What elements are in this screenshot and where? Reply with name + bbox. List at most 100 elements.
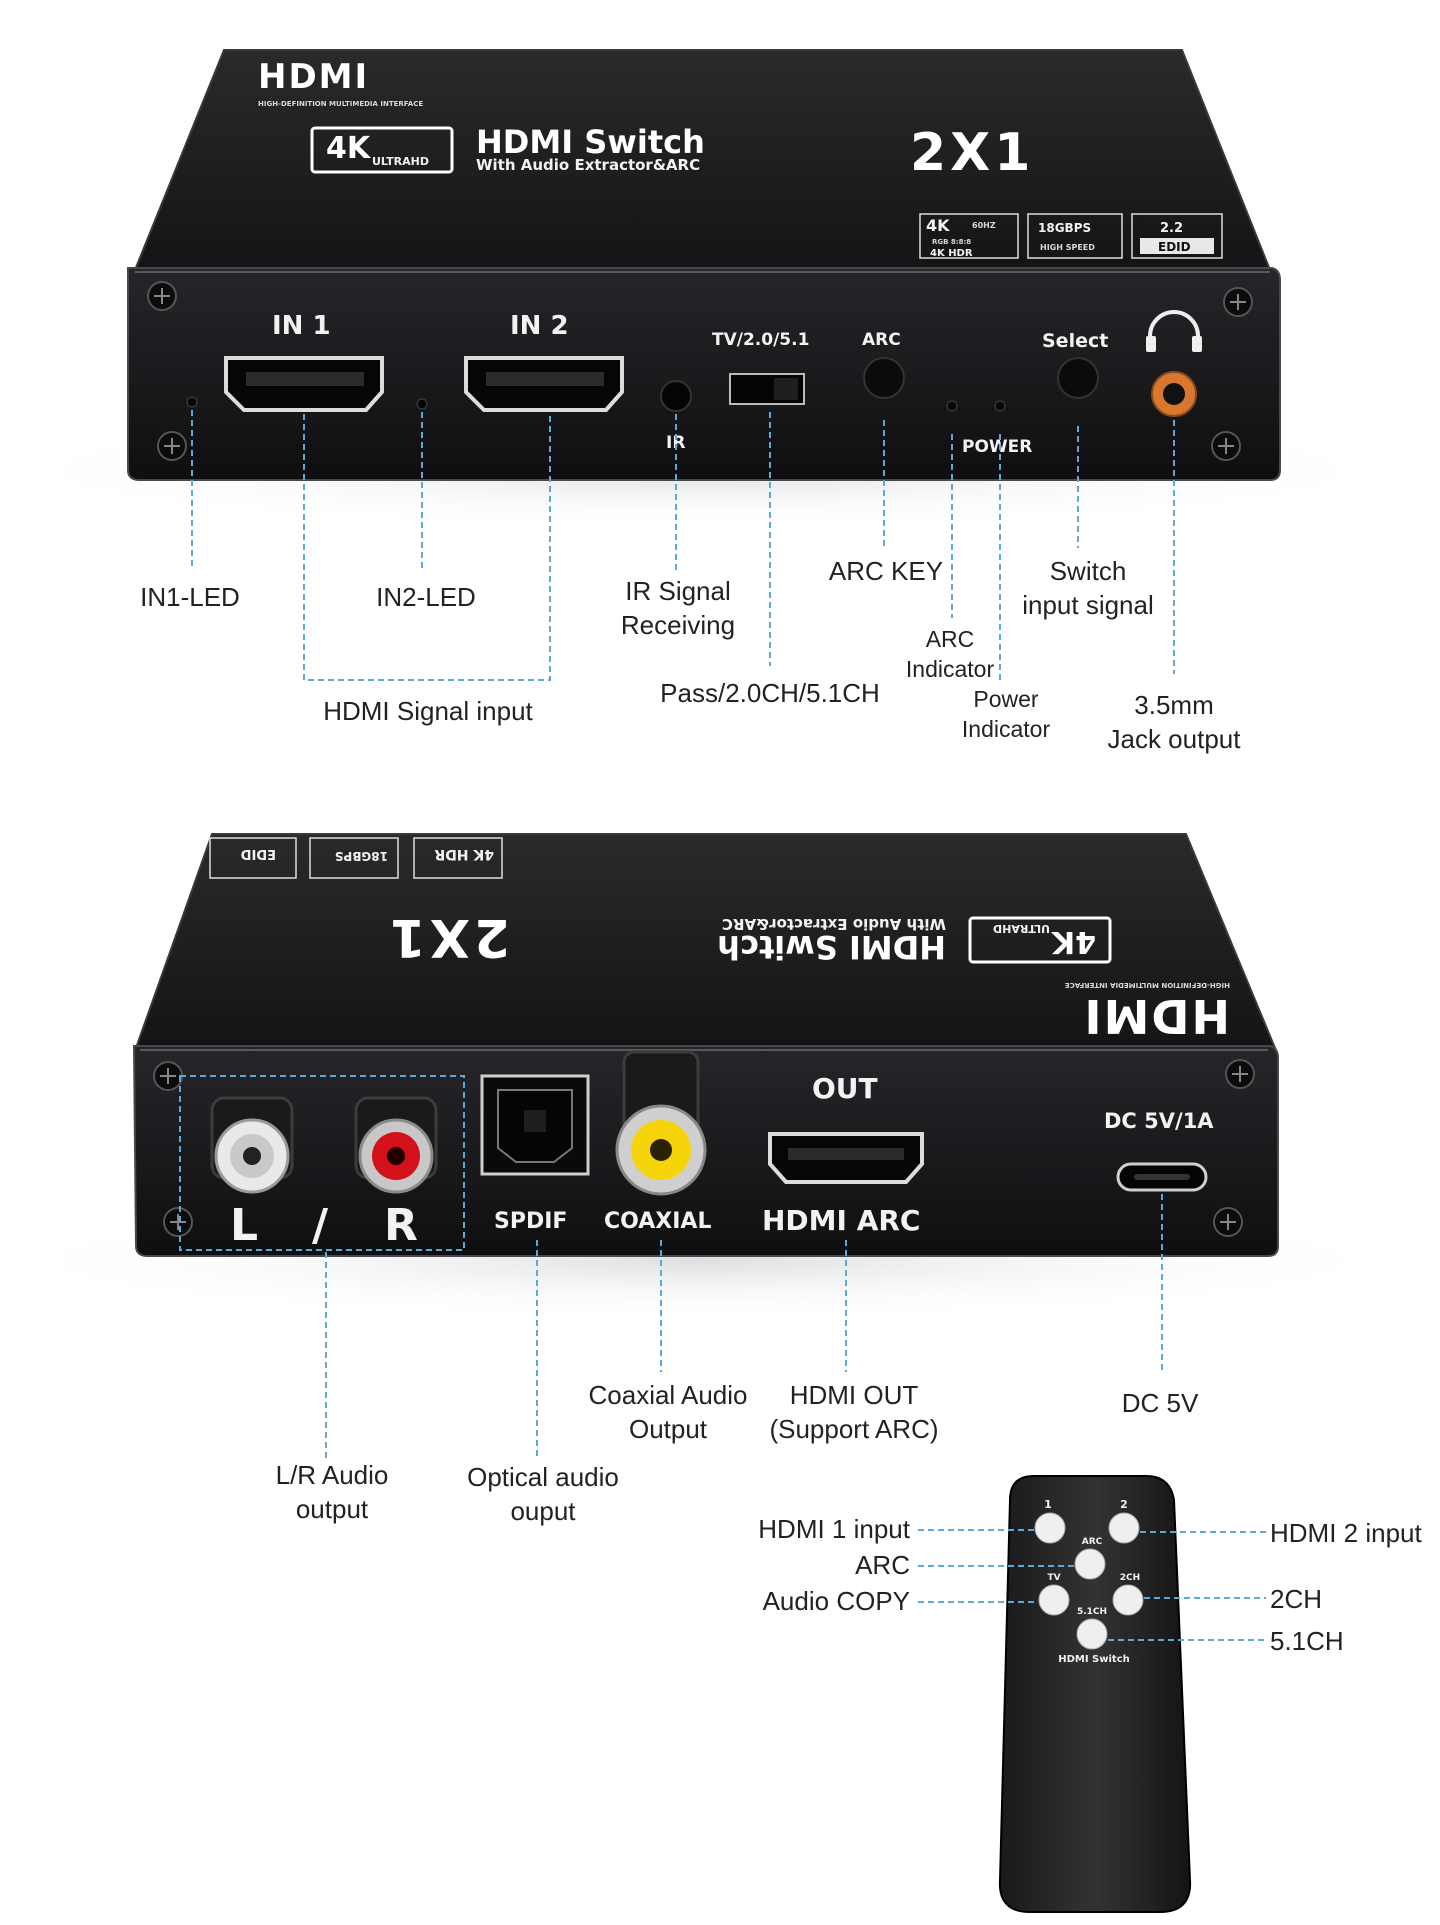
callout-arc-indicator: ARC Indicator [905, 626, 995, 682]
callout-remote-hdmi2: HDMI 2 input [1270, 1518, 1422, 1548]
remote-button-5-1ch[interactable] [1076, 1618, 1108, 1650]
screw-icon [1223, 287, 1253, 317]
lr-port-highlight-box [179, 1075, 465, 1251]
callout-remote-hdmi1: HDMI 1 input [758, 1514, 910, 1544]
port-label-in2: IN 2 [510, 311, 569, 341]
remote-label-2: 2 [1120, 1498, 1128, 1511]
bottom-callout-lines [325, 1194, 1163, 1460]
spec-4k: 4K [926, 216, 950, 235]
coaxial-yellow-port[interactable] [615, 1050, 707, 1196]
port-label-power: POWER [962, 437, 1032, 457]
hdmi-out-port[interactable] [768, 1132, 924, 1184]
hdmi-logo: HDMI [258, 57, 369, 97]
callout-pass-mode: Pass/2.0CH/5.1CH [660, 678, 880, 708]
remote-button-2[interactable] [1108, 1512, 1140, 1544]
port-label-spdif: SPDIF [494, 1209, 567, 1234]
remote-button-tv[interactable] [1038, 1584, 1070, 1616]
remote-button-2ch[interactable] [1112, 1584, 1144, 1616]
spec-18gbps: 18GBPS [1038, 221, 1091, 235]
callout-remote-2ch: 2CH [1270, 1584, 1323, 1614]
port-label-dc: DC 5V/1A [1104, 1109, 1214, 1133]
port-label-l: L [230, 1200, 258, 1251]
spdif-optical-port[interactable] [480, 1074, 590, 1176]
callout-remote-arc: ARC [855, 1550, 910, 1580]
remote-button-arc[interactable] [1074, 1548, 1106, 1580]
hdmi-in1-port[interactable] [224, 356, 384, 412]
callout-in2-led: IN2-LED [376, 582, 476, 612]
callout-lr-audio: L/R Audio output [275, 1460, 389, 1524]
remote-body [998, 1475, 1192, 1913]
spec-2-2: 2.2 [1160, 221, 1183, 236]
remote-label-1: 1 [1044, 1498, 1052, 1511]
ir-receiver [660, 380, 692, 412]
spec-edid: EDID [1158, 240, 1191, 254]
screw-icon [1213, 1207, 1243, 1237]
port-label-select: Select [1042, 330, 1108, 352]
product-subtitle-rotated: With Audio Extractor&ARC [722, 915, 946, 933]
product-subtitle: With Audio Extractor&ARC [476, 156, 700, 174]
rca-right-red-port[interactable] [354, 1096, 438, 1194]
top-callout-lines [191, 410, 1175, 681]
callout-optical-audio: Optical audio ouput [467, 1462, 619, 1526]
uhd-badge-text-rotated: ULTRAHD [993, 922, 1050, 935]
model-number-rotated: 2X1 [386, 907, 510, 967]
hdmi-logo-rotated: HDMI [1082, 989, 1230, 1043]
hdmi-logo-subtitle: HIGH-DEFINITION MULTIMEDIA INTERFACE [258, 100, 423, 108]
spec-4k-hdr-rotated: 4K HDR [434, 846, 494, 862]
callout-hdmi-signal-input: HDMI Signal input [323, 696, 533, 726]
top-device: HDMI HIGH-DEFINITION MULTIMEDIA INTERFAC… [0, 49, 1420, 530]
hdmi-in2-port[interactable] [464, 356, 624, 412]
callout-ir-signal: IR Signal Receiving [620, 576, 736, 640]
headphone-icon [1146, 310, 1202, 352]
callout-arc-key: ARC KEY [828, 556, 944, 586]
callout-remote-5-1ch: 5.1CH [1270, 1626, 1344, 1656]
uhd-badge-4k: 4K [326, 131, 372, 166]
audio-jack-port[interactable] [1151, 371, 1197, 417]
spec-badges: 4K 60HZ RGB 8:8:8 4K HDR 18GBPS HIGH SPE… [919, 213, 1223, 259]
select-button[interactable] [1057, 357, 1099, 399]
spec-60hz: 60HZ [972, 221, 996, 230]
arc-key-button[interactable] [863, 357, 905, 399]
spec-edid-rotated: EDID [240, 846, 276, 861]
product-title: HDMI Switch [476, 123, 705, 161]
in2-led [416, 398, 428, 410]
screw-icon [147, 281, 177, 311]
top-device-front-panel [127, 267, 1281, 481]
callout-dc-5v: DC 5V [1121, 1388, 1199, 1418]
hdmi-logo-subtitle-rotated: HIGH-DEFINITION MULTIMEDIA INTERFACE [1065, 981, 1230, 989]
callout-in1-led: IN1-LED [140, 582, 240, 612]
uhd-badge [310, 126, 454, 174]
remote-label-tv: TV [1047, 1573, 1060, 1583]
spec-rgb: RGB 8:8:8 [932, 238, 971, 246]
port-label-arc: ARC [862, 330, 901, 350]
remote-control: 1 2 ARC TV 2CH 5.1CH HDMI Switch [998, 1475, 1192, 1913]
remote-button-1[interactable] [1034, 1512, 1066, 1544]
model-number: 2X1 [910, 123, 1034, 183]
port-label-slash: / [312, 1200, 329, 1251]
screw-icon [153, 1061, 183, 1091]
mode-slide-switch[interactable] [729, 373, 805, 405]
usb-c-power-port[interactable] [1116, 1162, 1208, 1192]
callout-hdmi-out: HDMI OUT (Support ARC) [769, 1380, 939, 1444]
remote-brand: HDMI Switch [1058, 1654, 1130, 1665]
uhd-badge-4k-rotated: 4K [1050, 924, 1096, 959]
uhd-badge-text: ULTRAHD [372, 155, 429, 168]
callout-remote-audio-copy: Audio COPY [762, 1586, 910, 1616]
lid-printing-rotated: HDMI HIGH-DEFINITION MULTIMEDIA INTERFAC… [209, 837, 1230, 1043]
callout-power-indicator: Power Indicator [961, 686, 1051, 742]
callout-switch-input: Switch input signal [1022, 556, 1154, 620]
port-label-r: R [384, 1200, 418, 1251]
spec-high-speed: HIGH SPEED [1040, 243, 1095, 252]
callout-coaxial-audio: Coaxial Audio Output [588, 1380, 748, 1444]
port-label-ir: IR [666, 433, 685, 453]
rca-left-white-port[interactable] [210, 1096, 294, 1194]
in1-led [186, 396, 198, 408]
product-title-rotated: HDMI Switch [717, 928, 946, 966]
remote-label-2ch: 2CH [1120, 1573, 1140, 1583]
port-label-mode-switch: TV/2.0/5.1 [712, 330, 809, 350]
port-label-out: OUT [812, 1072, 878, 1105]
port-label-hdmi-arc: HDMI ARC [762, 1204, 920, 1237]
bottom-device: HDMI HIGH-DEFINITION MULTIMEDIA INTERFAC… [0, 833, 1420, 1320]
callout-jack-output: 3.5mm Jack output [1107, 690, 1241, 754]
